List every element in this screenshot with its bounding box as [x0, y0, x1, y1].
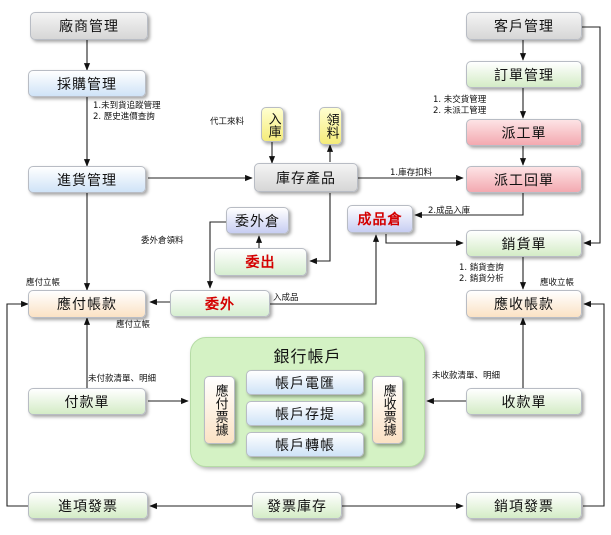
receivable-post-note: 應收立帳: [540, 278, 575, 288]
outsource-out-box[interactable]: 委出: [214, 248, 307, 276]
outsource-pick-note: 委外倉領料: [141, 236, 184, 246]
arrow-return-finished: [414, 193, 524, 219]
customer-management-box[interactable]: 客戶管理: [466, 12, 582, 40]
sales-invoice-box[interactable]: 銷項發票: [466, 492, 582, 519]
sales-note: 1. 銷貨查詢 2. 銷貨分析: [459, 263, 504, 284]
payable-post-note-left: 應付立帳: [26, 278, 61, 288]
order-note: 1. 未交貨管理 2. 未派工管理: [433, 95, 487, 116]
arrow-finished-sales: [385, 234, 464, 247]
outsource-warehouse-box[interactable]: 委外倉: [226, 207, 289, 234]
accounts-receivable-box[interactable]: 應收帳款: [466, 290, 582, 318]
stock-out-box[interactable]: 領料: [319, 107, 342, 145]
receipt-slip-box[interactable]: 收款單: [466, 388, 582, 415]
payment-slip-box[interactable]: 付款單: [28, 388, 146, 415]
account-deposit-withdraw-box[interactable]: 帳戶存提: [246, 401, 364, 426]
account-transfer-box[interactable]: 帳戶轉帳: [246, 432, 364, 457]
finished-goods-warehouse-box[interactable]: 成品倉: [347, 205, 413, 233]
contract-material-note: 代工來料: [210, 117, 245, 127]
purchase-management-box[interactable]: 採購管理: [28, 70, 146, 97]
vendor-management-box[interactable]: 廠商管理: [30, 12, 148, 40]
order-management-box[interactable]: 訂單管理: [466, 61, 582, 88]
account-remittance-box[interactable]: 帳戶電匯: [246, 370, 364, 395]
arrow-outsource-finished: [270, 234, 380, 305]
sales-slip-box[interactable]: 銷貨單: [466, 230, 582, 257]
notes-receivable-box[interactable]: 應收票據: [372, 376, 403, 444]
into-finished-note: 入成品: [273, 293, 299, 303]
arrow-inventory-outsourceout: [309, 193, 331, 265]
purchase-note: 1.未到貨追蹤管理 2. 歷史進價查詢: [93, 101, 161, 122]
stock-in-box[interactable]: 入庫: [261, 107, 284, 142]
arrow-outsourcewarehouse-outsource: [206, 221, 226, 289]
receiving-management-box[interactable]: 進貨管理: [28, 166, 146, 193]
arrow-invoice-left-loop: [6, 300, 29, 507]
dispatch-return-box[interactable]: 派工回單: [466, 166, 582, 193]
uncollected-list-note: 未收款清單、明細: [432, 371, 501, 381]
purchase-invoice-box[interactable]: 進項發票: [28, 492, 148, 519]
accounts-payable-box[interactable]: 應付帳款: [28, 290, 146, 318]
notes-payable-box[interactable]: 應付票據: [204, 376, 235, 444]
arrow-invoice-right-loop: [583, 300, 605, 507]
inventory-products-box[interactable]: 庫存產品: [254, 163, 358, 192]
payable-post-note-below: 應付立帳: [116, 320, 151, 330]
dispatch-order-box[interactable]: 派工單: [466, 119, 582, 146]
unpaid-list-note: 未付款清單、明細: [88, 374, 157, 384]
outsource-box[interactable]: 委外: [170, 290, 270, 317]
arrow-customer-sales: [582, 26, 601, 247]
inventory-deduct-note: 1.庫存扣料: [390, 168, 433, 178]
bank-accounts-title: 銀行帳戶: [273, 347, 342, 366]
finished-in-note: 2.成品入庫: [428, 206, 471, 216]
invoice-inventory-box[interactable]: 發票庫存: [252, 492, 342, 519]
